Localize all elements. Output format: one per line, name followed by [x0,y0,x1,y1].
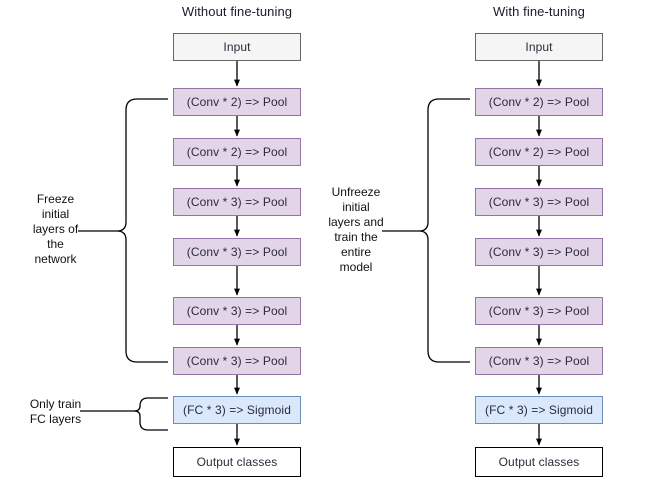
node-left-conv-2: (Conv * 2) => Pool [173,138,301,166]
node-right-conv-2: (Conv * 2) => Pool [475,138,603,166]
node-right-conv-5: (Conv * 3) => Pool [475,297,603,325]
node-left-conv-1: (Conv * 2) => Pool [173,88,301,116]
column-title-with-fine-tuning: With fine-tuning [493,4,585,19]
node-right-conv-3: (Conv * 3) => Pool [475,188,603,216]
brace-unfreeze-initial-layers [418,98,470,363]
node-left-fc: (FC * 3) => Sigmoid [173,396,301,424]
node-left-conv-3: (Conv * 3) => Pool [173,188,301,216]
node-left-conv-5: (Conv * 3) => Pool [173,297,301,325]
node-right-output: Output classes [475,447,603,477]
column-title-without-fine-tuning: Without fine-tuning [181,4,293,19]
node-left-output: Output classes [173,447,301,477]
annotation-only-train-fc-layers: Only train FC layers [29,397,82,426]
node-right-fc: (FC * 3) => Sigmoid [475,396,603,424]
node-left-conv-6: (Conv * 3) => Pool [173,347,301,375]
node-right-conv-1: (Conv * 2) => Pool [475,88,603,116]
node-right-conv-6: (Conv * 3) => Pool [475,347,603,375]
brace-freeze-initial-layers [116,98,168,363]
annotation-freeze-initial-layers: Freeze initial layers of the network [32,192,79,266]
node-left-conv-4: (Conv * 3) => Pool [173,238,301,266]
brace-only-train-fc-layers [133,397,168,431]
node-left-input: Input [173,33,301,61]
node-right-input: Input [475,33,603,61]
node-right-conv-4: (Conv * 3) => Pool [475,238,603,266]
annotation-unfreeze-initial-layers: Unfreeze initial layers and train the en… [328,185,384,274]
